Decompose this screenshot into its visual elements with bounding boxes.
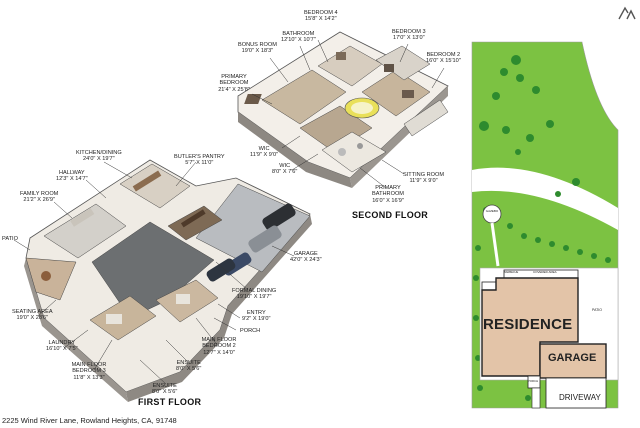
room-name: BEDROOM 2 bbox=[426, 52, 461, 58]
trees bbox=[473, 55, 615, 403]
room-label-kitchen-dining: KITCHEN/DINING 24'0" x 19'7" bbox=[76, 150, 122, 163]
room-label-hallway: HALLWAY 12'3" x 14'7" bbox=[56, 170, 88, 183]
room-name: LAUNDRY bbox=[48, 340, 76, 346]
room-label-ensuite-1: ENSUITE 8'0" x 5'6" bbox=[176, 360, 201, 373]
room-label-seating-area: SEATING AREA 19'0" x 28'6" bbox=[12, 309, 53, 322]
second-floor-model bbox=[237, 31, 449, 188]
brand-logo-icon bbox=[618, 6, 636, 20]
property-address: 2225 Wind River Lane, Rowland Heights, C… bbox=[2, 416, 177, 425]
room-dimensions: 24'0" x 19'7" bbox=[83, 156, 115, 163]
room-label-family-room: FAMILY ROOM 21'2" x 26'9" bbox=[20, 191, 58, 204]
room-label-bedroom-4: BEDROOM 4 15'8" x 14'2" bbox=[304, 10, 338, 23]
floor-plan-illustration bbox=[13, 31, 449, 402]
room-name: WIC bbox=[258, 146, 270, 152]
room-name: FORMAL DINING bbox=[232, 288, 277, 294]
room-dimensions: 12'10" x 10'7" bbox=[281, 37, 316, 44]
room-name: BONUS ROOM bbox=[238, 42, 277, 48]
room-name: PRIMARY BATHROOM bbox=[372, 185, 404, 198]
garage-label: GARAGE bbox=[548, 352, 597, 364]
room-label-primary-bedroom: PRIMARY BEDROOM 21'4" x 25'8" bbox=[214, 74, 254, 93]
room-name: MAIN FLOOR BEDROOM 3 bbox=[71, 362, 107, 375]
room-name: PRIMARY BEDROOM bbox=[219, 74, 249, 87]
room-name: PATIO bbox=[2, 236, 18, 242]
room-label-bonus-room: BONUS ROOM 19'0" x 18'3" bbox=[238, 42, 277, 55]
room-dimensions: 11'8" x 13'3" bbox=[73, 374, 105, 381]
garage-footprint bbox=[539, 343, 607, 379]
room-name: PORCH bbox=[240, 328, 261, 334]
room-name: FAMILY ROOM bbox=[20, 191, 59, 197]
room-label-primary-bathroom: PRIMARY BATHROOM 16'0" x 16'9" bbox=[372, 185, 404, 204]
room-name: BUTLER'S PANTRY bbox=[174, 154, 225, 160]
room-dimensions: 11'9" x 9'0" bbox=[409, 178, 438, 185]
room-dimensions: 16'0" x 16'9" bbox=[372, 197, 404, 204]
gazebo-icon bbox=[482, 204, 502, 224]
room-label-laundry: LAUNDRY 16'10" x 7'5" bbox=[46, 340, 78, 353]
room-label-porch: PORCH bbox=[240, 328, 260, 334]
room-dimensions: 12'3" x 14'7" bbox=[56, 176, 88, 183]
room-name: KITCHEN/DINING bbox=[76, 150, 122, 156]
room-label-butlers-pantry: BUTLER'S PANTRY 5'7" x 11'0" bbox=[174, 154, 225, 167]
room-label-wic-2: WIC 8'0" x 7'6" bbox=[272, 163, 297, 176]
gazebo-label: GAZEBO bbox=[485, 209, 499, 213]
room-name: BEDROOM 3 bbox=[392, 29, 426, 35]
room-dimensions: 8'0" x 5'6" bbox=[152, 389, 178, 396]
gazebo-path bbox=[490, 222, 500, 267]
room-name: HALLWAY bbox=[58, 170, 85, 176]
driveway bbox=[545, 377, 607, 409]
room-name: SEATING AREA bbox=[12, 309, 53, 315]
room-label-ensuite-2: ENSUITE 8'0" x 5'6" bbox=[152, 383, 177, 396]
residence-footprint bbox=[481, 277, 579, 377]
room-label-bedroom-2: BEDROOM 2 16'0" x 15'10" bbox=[426, 52, 461, 65]
room-name: ENTRY bbox=[246, 310, 266, 316]
room-name: ENSUITE bbox=[176, 360, 201, 366]
room-label-formal-dining: FORMAL DINING 19'10" x 19'7" bbox=[232, 288, 276, 301]
room-label-patio: PATIO bbox=[2, 236, 18, 242]
room-label-sitting-room: SITTING ROOM 11'9" x 9'0" bbox=[403, 172, 444, 185]
room-dimensions: 16'0" x 15'10" bbox=[426, 58, 461, 65]
porch-site-label: PORCH bbox=[528, 379, 539, 383]
room-name: SITTING ROOM bbox=[403, 172, 445, 178]
room-dimensions: 8'0" x 5'6" bbox=[176, 366, 202, 373]
second-floor-title: SECOND FLOOR bbox=[352, 210, 429, 220]
barbecue-label: BARBECUE bbox=[504, 271, 519, 274]
room-label-bathroom: BATHROOM 12'10" x 10'7" bbox=[281, 31, 316, 44]
first-floor-model bbox=[24, 159, 312, 402]
room-dimensions: 17'0" x 13'0" bbox=[392, 35, 425, 42]
room-dimensions: 21'4" x 25'8" bbox=[218, 86, 250, 93]
room-name: GARAGE bbox=[293, 251, 318, 257]
room-dimensions: 15'8" x 14'2" bbox=[304, 16, 337, 23]
room-name: ENSUITE bbox=[152, 383, 177, 389]
room-label-main-floor-bedroom-3: MAIN FLOOR BEDROOM 3 11'8" x 13'3" bbox=[68, 362, 110, 381]
walkway-band bbox=[472, 167, 618, 230]
room-dimensions: 42'0" x 24'3" bbox=[290, 257, 322, 264]
room-name: WIC bbox=[279, 163, 291, 169]
covered-area-label: COVERED AREA bbox=[533, 270, 557, 274]
first-floor-title: FIRST FLOOR bbox=[138, 397, 202, 407]
site-plan bbox=[471, 41, 619, 409]
room-dimensions: 19'0" x 28'6" bbox=[16, 315, 49, 322]
room-name: BEDROOM 4 bbox=[304, 10, 338, 16]
room-dimensions: 9'2" x 19'0" bbox=[242, 316, 271, 323]
room-label-wic-1: WIC 11'9" x 9'0" bbox=[250, 146, 278, 159]
room-dimensions: 16'10" x 7'5" bbox=[46, 346, 78, 353]
room-dimensions: 19'10" x 19'7" bbox=[236, 294, 272, 301]
room-dimensions: 21'2" x 26'9" bbox=[23, 197, 55, 204]
room-dimensions: 5'7" x 11'0" bbox=[185, 160, 214, 167]
room-dimensions: 11'9" x 9'0" bbox=[250, 152, 279, 159]
room-label-garage: GARAGE 42'0" x 24'3" bbox=[290, 251, 322, 264]
room-dimensions: 8'0" x 7'6" bbox=[272, 169, 298, 176]
room-dimensions: 19'0" x 18'3" bbox=[241, 48, 274, 55]
room-label-main-floor-bedroom-2: MAIN FLOOR BEDROOM 2 12'7" x 14'0" bbox=[198, 337, 240, 356]
room-label-entry: ENTRY 9'2" x 19'0" bbox=[242, 310, 271, 323]
room-name: MAIN FLOOR BEDROOM 2 bbox=[201, 337, 237, 350]
patio-site-label: PATIO bbox=[592, 308, 602, 312]
front-walk bbox=[531, 387, 541, 409]
room-name: BATHROOM bbox=[282, 31, 315, 37]
residence-label: RESIDENCE bbox=[483, 316, 573, 333]
driveway-label: DRIVEWAY bbox=[559, 393, 601, 402]
room-label-bedroom-3: BEDROOM 3 17'0" x 13'0" bbox=[392, 29, 426, 42]
leader-lines bbox=[13, 39, 445, 385]
room-dimensions: 12'7" x 14'0" bbox=[203, 349, 235, 356]
